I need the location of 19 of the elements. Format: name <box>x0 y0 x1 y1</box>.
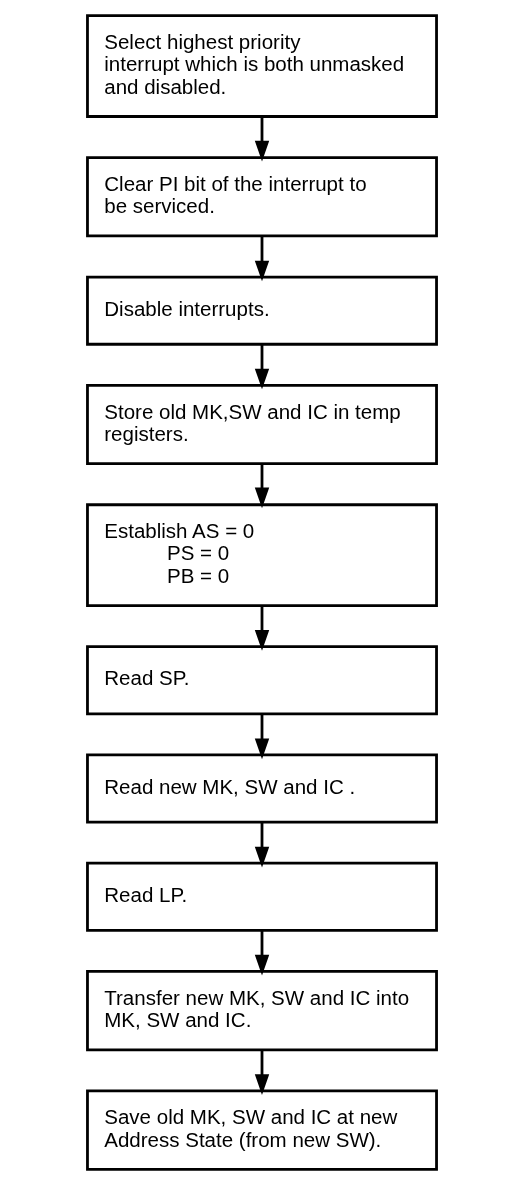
arrow <box>254 344 269 390</box>
node-box: Read SP. <box>85 645 438 716</box>
arrow <box>254 822 269 868</box>
arrow <box>254 714 269 760</box>
node-box: Transfer new MK, SW and IC into MK, SW and IC. <box>85 970 438 1052</box>
arrow <box>254 116 269 162</box>
arrow <box>254 236 269 282</box>
node-box: Clear PI bit of the interrupt to be serviced. <box>85 156 438 238</box>
node-box: Read LP. <box>85 861 438 932</box>
node-box: Store old MK,SW and IC in temp registers. <box>85 383 438 466</box>
arrow <box>254 605 269 651</box>
arrow <box>254 930 269 976</box>
node-box: Select highest priority interrupt which is both unmasked and disabled. <box>85 14 438 118</box>
arrow <box>254 463 269 509</box>
arrow <box>254 1050 269 1095</box>
node-box: Read new MK, SW and IC . <box>85 753 438 824</box>
node-box: Disable interrupts. <box>85 275 438 346</box>
node-box: Save old MK, SW and IC at new Address State (from new SW). <box>85 1089 438 1171</box>
node-box: Establish AS = 0 PS = 0 PB = 0 <box>85 503 438 607</box>
